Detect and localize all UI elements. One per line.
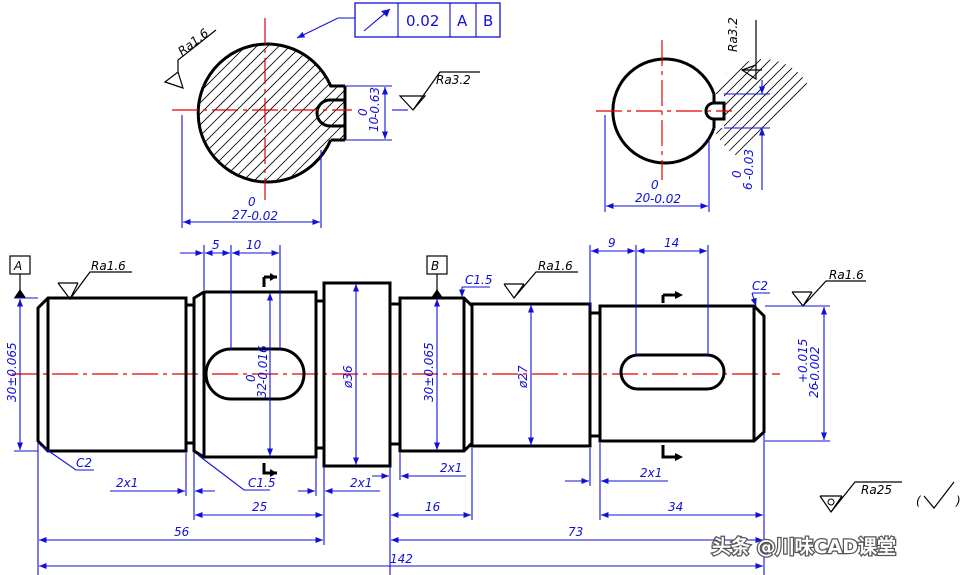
watermark: 头条 @川味CAD课堂: [711, 534, 898, 560]
right-width-tol2: -0.02: [650, 192, 681, 206]
dim-14: 14: [664, 236, 679, 250]
datum-a-symbol: A: [9, 255, 31, 298]
chamfer-c2-right: C2: [752, 279, 768, 293]
hatch-line: [590, 55, 705, 170]
datum-ref-b: B: [483, 12, 493, 30]
roughness-left: Ra1.6: [57, 259, 132, 301]
dia-right: 26: [807, 382, 821, 398]
hatch-line: [520, 55, 635, 170]
dim-34: 34: [668, 500, 683, 514]
roughness-right: Ra1.6: [791, 268, 866, 308]
dia-collar: ø36: [341, 365, 355, 389]
dia-mid: 30±0.065: [422, 342, 436, 402]
datum-b-symbol: B: [426, 255, 448, 298]
hatch-line: [540, 55, 655, 170]
svg-text:Ra1.6: Ra1.6: [91, 259, 126, 273]
section-roughness: Ra1.6: [175, 26, 211, 59]
hatch-line: [580, 55, 695, 170]
section-left: 27 0 -0.02 10 0 -0.63 Ra3.2 Ra1.6: [30, 17, 480, 228]
svg-text:头条 @川味CAD课堂: 头条 @川味CAD课堂: [712, 535, 896, 558]
dia-key1-tol: 0: [244, 374, 258, 382]
dia-right-tol: +0.015: [796, 339, 810, 383]
hatch-line: [714, 59, 796, 164]
dim-56: 56: [174, 525, 190, 539]
chamfer-c2-left: C2: [76, 456, 92, 470]
tolerance-value: 0.02: [406, 12, 439, 30]
hatch-line: [714, 59, 806, 164]
hatch-line: [570, 55, 685, 170]
svg-text:Ra1.6: Ra1.6: [829, 268, 864, 282]
hatch-line: [198, 44, 324, 183]
hatch-line: [560, 55, 675, 170]
groove-3: 2x1: [440, 461, 462, 475]
roughness-general: Ra25 ( ): [819, 481, 961, 514]
width-dim: 27: [232, 208, 248, 222]
section-marker-2: [661, 291, 683, 461]
dim-16: 16: [425, 500, 441, 514]
chamfer-c15-bottom: C1.5: [248, 476, 275, 490]
dim-25: 25: [252, 500, 267, 514]
dia-right-tol2: -0.002: [808, 346, 822, 385]
hatch-line: [550, 55, 665, 170]
datum-ref-a: A: [457, 12, 468, 30]
hatch-line: [41, 35, 191, 185]
keyway-depth-tol: 0: [356, 108, 370, 116]
tolerance-frame: 0.02 A B: [354, 2, 501, 38]
width-tol2: -0.02: [247, 209, 278, 223]
groove-4: 2x1: [640, 466, 662, 480]
svg-text:Ra25: Ra25: [861, 483, 892, 497]
hatch-line: [500, 55, 615, 170]
hatch-line: [198, 44, 225, 183]
width-tol: 0: [248, 195, 256, 209]
dia-key1-tol2: -0.016: [256, 345, 270, 384]
hatch-line: [30, 35, 180, 185]
dia-27: ø27: [516, 365, 530, 389]
keyway-depth: 10: [367, 116, 381, 132]
dim-73: 73: [568, 525, 583, 539]
svg-text:Ra1.6: Ra1.6: [538, 259, 573, 273]
hatch-line: [530, 55, 645, 170]
hatch-line: [714, 59, 726, 164]
right-roughness: Ra3.2: [726, 17, 740, 52]
right-keyway: 6: [741, 182, 755, 190]
svg-text:): ): [955, 494, 961, 508]
hatch-line: [490, 55, 605, 170]
section-right: 20 0 -0.02 6 0 -0.03 Ra3.2: [490, 17, 816, 212]
keyway-roughness: Ra3.2: [436, 73, 471, 87]
keyway-depth-tol2: -0.63: [368, 87, 382, 118]
right-width-tol: 0: [651, 178, 659, 192]
hatch-line: [510, 55, 625, 170]
right-keyway-tol2: -0.03: [742, 149, 756, 180]
groove-1: 2x1: [116, 476, 138, 490]
svg-text:B: B: [431, 259, 439, 273]
hatch-line: [282, 44, 345, 183]
dim-10: 10: [246, 238, 262, 252]
dim-142: 142: [390, 552, 413, 566]
hatch-line: [719, 59, 816, 164]
hatch-line: [714, 59, 736, 164]
roughness-mid: Ra1.6: [503, 259, 578, 300]
right-width: 20: [635, 191, 651, 205]
dia-key1: 32: [255, 383, 269, 398]
hatch-line: [714, 59, 766, 164]
hatch-line: [198, 44, 258, 183]
hatch-line: [198, 44, 269, 183]
section-marker-1: [262, 273, 277, 477]
hatch-line: [714, 59, 756, 164]
hatch-line: [271, 44, 345, 183]
dim-9: 9: [608, 236, 616, 250]
svg-text:A: A: [13, 259, 22, 273]
shaft-view: A B Ra1.6 Ra1.6 Ra1.6: [5, 236, 961, 575]
dia-left: 30±0.065: [5, 342, 19, 402]
right-keyway-tol: 0: [730, 170, 744, 178]
dim-5: 5: [212, 238, 220, 252]
chamfer-c15-top: C1.5: [465, 273, 492, 287]
groove-2: 2x1: [350, 476, 372, 490]
runout-arrow-icon: [363, 8, 391, 32]
hatch-line: [714, 59, 786, 164]
svg-text:(: (: [916, 494, 922, 508]
